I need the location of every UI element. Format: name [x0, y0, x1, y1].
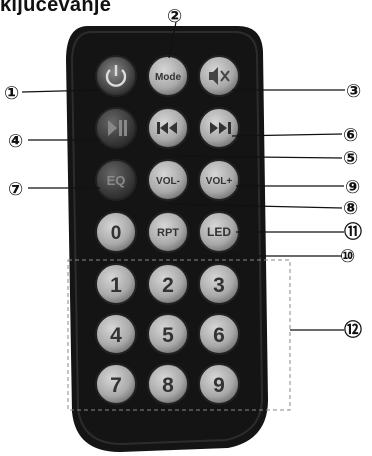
number-3-button[interactable]: 3 — [199, 264, 239, 304]
play-pause-button[interactable] — [96, 108, 136, 148]
rpt-button[interactable]: RPT — [148, 212, 188, 252]
zero-button[interactable]: 0 — [96, 212, 136, 252]
callout-4: ④ — [8, 131, 23, 152]
number-9-label: 9 — [213, 374, 225, 397]
callout-12: ⑫ — [344, 319, 362, 341]
number-5-button[interactable]: 5 — [148, 314, 188, 354]
next-button[interactable] — [199, 108, 239, 148]
callout-2: ② — [167, 6, 182, 27]
callout-9: ⑨ — [345, 177, 360, 198]
callout-5: ⑤ — [343, 148, 358, 169]
eq-button-label: EQ — [107, 173, 126, 188]
callout-10: ⑩ — [340, 246, 355, 267]
vol-minus-button-label: VOL- — [156, 176, 180, 187]
callout-8: ⑧ — [343, 198, 358, 219]
number-8-button[interactable]: 8 — [148, 364, 188, 404]
mode-button[interactable]: Mode — [148, 56, 188, 96]
number-4-label: 4 — [110, 324, 122, 347]
number-2-button[interactable]: 2 — [148, 264, 188, 304]
number-1-button[interactable]: 1 — [96, 264, 136, 304]
number-6-label: 6 — [213, 324, 225, 347]
number-1-label: 1 — [110, 274, 122, 297]
number-7-label: 7 — [110, 374, 122, 397]
number-8-label: 8 — [162, 374, 174, 397]
callout-7: ⑦ — [8, 179, 23, 200]
number-9-button[interactable]: 9 — [199, 364, 239, 404]
callout-3: ③ — [346, 81, 361, 102]
number-2-label: 2 — [162, 274, 174, 297]
callout-6: ⑥ — [343, 125, 358, 146]
rpt-button-label: RPT — [157, 227, 179, 239]
power-button[interactable] — [96, 56, 136, 96]
number-6-button[interactable]: 6 — [199, 314, 239, 354]
number-7-button[interactable]: 7 — [96, 364, 136, 404]
number-5-label: 5 — [162, 324, 174, 347]
vol-plus-button-label: VOL+ — [206, 176, 233, 187]
mode-button-label: Mode — [155, 72, 182, 83]
vol-minus-button[interactable]: VOL- — [148, 160, 188, 200]
number-3-label: 3 — [213, 274, 225, 297]
callout-1: ① — [4, 83, 19, 104]
number-4-button[interactable]: 4 — [96, 314, 136, 354]
callout-11: ⑪ — [344, 221, 362, 243]
eq-button[interactable]: EQ — [96, 160, 136, 200]
led-button-label: LED — [207, 225, 231, 239]
vol-plus-button[interactable]: VOL+ — [199, 160, 239, 200]
previous-button[interactable] — [148, 108, 188, 148]
zero-button-label: 0 — [111, 223, 122, 244]
led-button[interactable]: LED — [199, 212, 239, 252]
